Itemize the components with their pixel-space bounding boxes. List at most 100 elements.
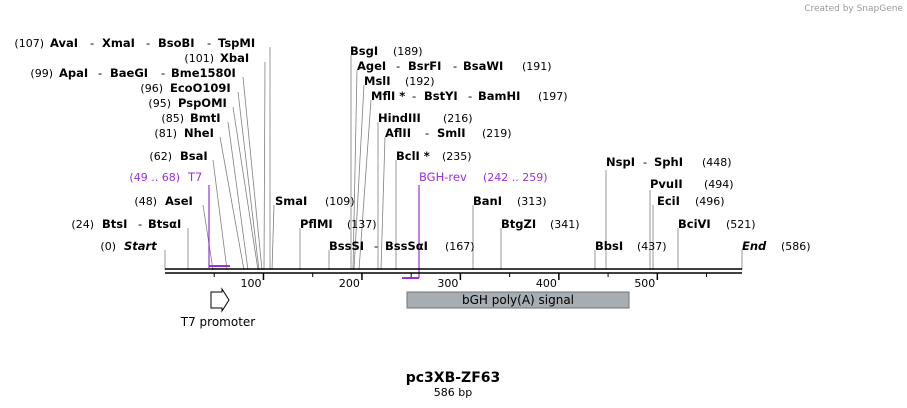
- site-pos: (167): [445, 240, 475, 253]
- site-pos: (81): [154, 127, 177, 140]
- site-name: BssSαI: [385, 239, 428, 253]
- line-asei: [202, 204, 214, 271]
- svg-text:-: -: [396, 59, 400, 73]
- line-bmti: [227, 121, 249, 271]
- site-smai[interactable]: SmaI (109): [275, 194, 355, 208]
- svg-text:-: -: [643, 155, 647, 169]
- line-aflii: [380, 136, 386, 271]
- site-mfli[interactable]: MflI * - BstYI - BamHI (197): [371, 89, 568, 103]
- site-pos: (216): [443, 112, 473, 125]
- site-ecii[interactable]: EciI (496): [657, 194, 725, 208]
- site-name: BciVI: [678, 217, 711, 231]
- site-pos: (62): [149, 150, 172, 163]
- site-name: BsaWI: [463, 59, 503, 73]
- feature-label-bgh-polya: bGH poly(A) signal: [462, 293, 574, 307]
- svg-text:-: -: [98, 66, 102, 80]
- site-name: EcoO109I: [170, 81, 231, 95]
- site-bmti[interactable]: (85) BmtI: [161, 111, 220, 125]
- primer-range: (49 .. 68): [129, 171, 180, 184]
- site-pos: (586): [781, 240, 811, 253]
- t7-promoter-arrow-icon: [210, 287, 230, 313]
- site-name: BaeGI: [110, 66, 148, 80]
- site-name: Bme1580I: [171, 66, 236, 80]
- site-msli[interactable]: MslI (192): [364, 74, 435, 88]
- site-asei[interactable]: (48) AseI: [134, 194, 192, 208]
- site-name: XmaI: [102, 36, 135, 50]
- site-pvuii[interactable]: PvuII (494): [650, 177, 734, 191]
- line-mfli: [358, 99, 372, 271]
- site-bsgi[interactable]: BsgI (189): [350, 44, 423, 58]
- ruler-label: 400: [536, 277, 557, 290]
- svg-text:-: -: [90, 36, 94, 50]
- site-pos: (494): [704, 178, 734, 191]
- site-hindiii[interactable]: HindIII (216): [378, 111, 473, 125]
- site-apai[interactable]: (99) ApaI - BaeGI - Bme1580I: [30, 66, 235, 80]
- site-xbai[interactable]: (101) XbaI: [184, 51, 249, 65]
- site-bcivi[interactable]: BciVI (521): [678, 217, 756, 231]
- site-bsai[interactable]: (62) BsaI: [149, 149, 207, 163]
- primer-range: (242 .. 259): [483, 171, 548, 184]
- primer-name: T7: [187, 170, 202, 184]
- site-btsi[interactable]: (24) BtsI - BtsαI: [71, 217, 181, 231]
- site-pos: (24): [71, 218, 94, 231]
- site-avai[interactable]: (107) AvaI - XmaI - BsoBI - TspMI: [14, 36, 255, 50]
- site-name: AvaI: [50, 36, 78, 50]
- primer-markers: [208, 185, 420, 279]
- site-ecoo109i[interactable]: (96) EcoO109I: [140, 81, 230, 95]
- site-name: BsaI: [180, 149, 208, 163]
- site-name: BtgZI: [501, 217, 536, 231]
- feature-t7-promoter[interactable]: T7 promoter: [180, 287, 256, 329]
- site-bbsi[interactable]: BbsI (437): [595, 239, 667, 253]
- site-pos: (313): [517, 195, 547, 208]
- site-name: BtsαI: [148, 217, 181, 231]
- site-name: TspMI: [218, 36, 255, 50]
- primer-name: BGH-rev: [419, 170, 467, 184]
- site-pos: (109): [325, 195, 355, 208]
- line-msli: [353, 84, 365, 271]
- svg-text:-: -: [425, 126, 429, 140]
- feature-bgh-polya[interactable]: bGH poly(A) signal: [406, 291, 630, 309]
- site-pos: (496): [695, 195, 725, 208]
- site-bsssi[interactable]: BssSI - BssSαI (167): [329, 239, 475, 253]
- site-name: BmtI: [190, 111, 221, 125]
- site-agei[interactable]: AgeI - BsrFI - BsaWI (191): [357, 59, 552, 73]
- site-pos: (101): [184, 52, 214, 65]
- svg-text:-: -: [374, 239, 378, 253]
- site-pos: (99): [30, 67, 53, 80]
- site-start[interactable]: (0) Start: [100, 239, 157, 253]
- site-aflii[interactable]: AflII - SmlI (219): [385, 126, 512, 140]
- site-pos: (107): [14, 37, 44, 50]
- svg-text:-: -: [146, 36, 150, 50]
- primer-bgh-rev[interactable]: BGH-rev (242 .. 259): [419, 170, 548, 184]
- site-end[interactable]: End (586): [742, 239, 811, 253]
- line-bsai: [212, 159, 228, 271]
- bgh-polya-box: [406, 291, 630, 309]
- site-pos: (85): [161, 112, 184, 125]
- site-connector-lines: [164, 47, 743, 271]
- site-name: BstYI: [424, 89, 458, 103]
- line-psopomi: [232, 106, 259, 271]
- site-btgzi[interactable]: BtgZI (341): [501, 217, 580, 231]
- site-name: PvuII: [650, 177, 683, 191]
- site-pos: (189): [393, 45, 423, 58]
- site-name: PspOMI: [178, 96, 227, 110]
- site-pos: (197): [538, 90, 568, 103]
- site-pos: (48): [134, 195, 157, 208]
- site-name: BclI *: [396, 149, 430, 163]
- site-bani[interactable]: BanI (313): [473, 194, 547, 208]
- site-pspomi[interactable]: (95) PspOMI: [148, 96, 226, 110]
- site-nspi[interactable]: NspI - SphI (448): [606, 155, 732, 169]
- site-nhei[interactable]: (81) NheI: [154, 126, 213, 140]
- site-name: XbaI: [220, 51, 249, 65]
- site-name: BsoBI: [158, 36, 195, 50]
- primer-t7[interactable]: (49 .. 68) T7: [129, 170, 202, 184]
- site-name: AflII: [385, 126, 411, 140]
- site-pflmi[interactable]: PflMI (137): [300, 217, 377, 231]
- site-name: SphI: [654, 155, 683, 169]
- line-agei: [352, 69, 358, 271]
- site-pos: (192): [405, 75, 435, 88]
- site-name: SmlI: [437, 126, 466, 140]
- site-bcli[interactable]: BclI * (235): [396, 149, 472, 163]
